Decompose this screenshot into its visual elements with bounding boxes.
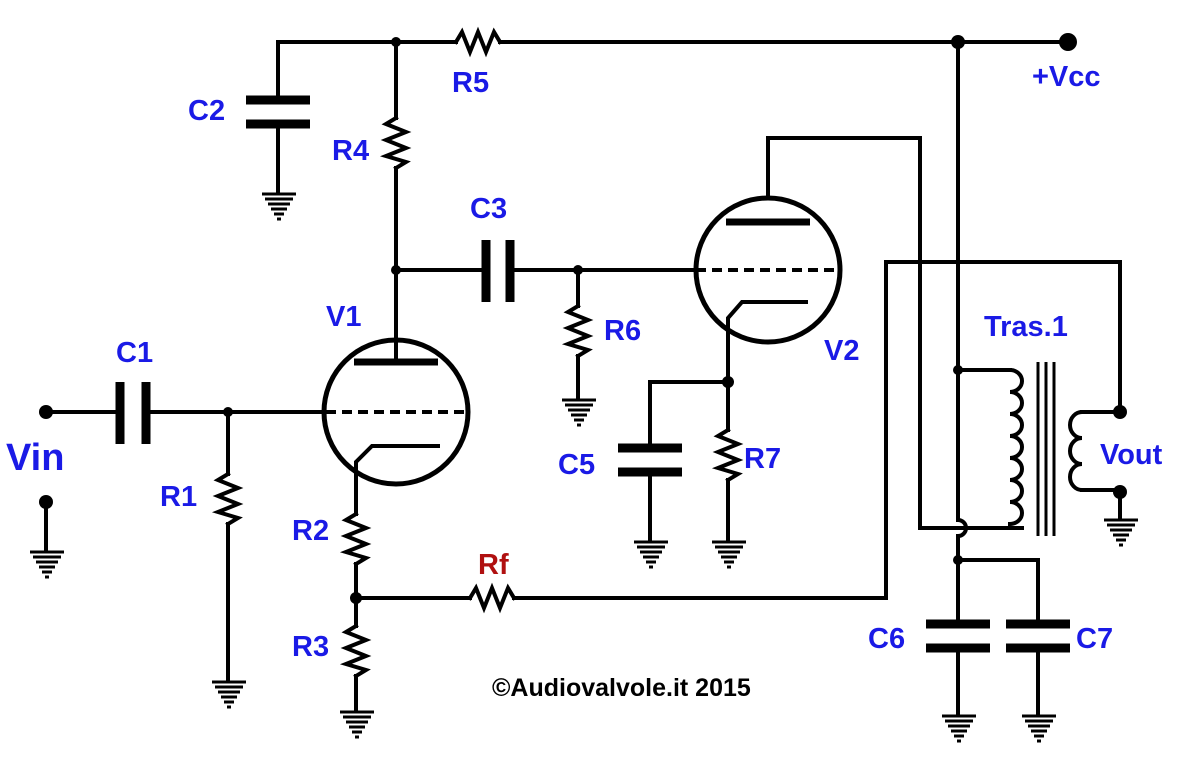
triode-v2 (693, 136, 1024, 530)
label-vcc: +Vcc (1032, 61, 1101, 93)
resistor-r2 (339, 482, 372, 628)
capacitor-c6 (926, 619, 990, 716)
transformer-supply (953, 40, 1012, 624)
label-vout: Vout (1100, 439, 1163, 471)
label-c1: C1 (116, 337, 153, 369)
ground-c5 (634, 540, 668, 569)
label-v2: V2 (824, 335, 859, 367)
label-c2: C2 (188, 95, 225, 127)
resistor-r3 (339, 623, 372, 712)
ground-r1 (212, 680, 246, 709)
label-c3: C3 (470, 193, 507, 225)
resistor-rf (354, 260, 1122, 614)
ground-vout (1104, 518, 1138, 547)
ground-c6 (942, 714, 976, 743)
label-c5: C5 (558, 449, 595, 481)
label-r6: R6 (604, 315, 641, 347)
vout-terminal (1113, 405, 1127, 419)
ground-r6 (562, 398, 596, 427)
label-r3: R3 (292, 631, 329, 663)
capacitor-c2 (246, 40, 310, 194)
ground-c2 (262, 192, 296, 221)
label-c6: C6 (868, 623, 905, 655)
label-r7: R7 (744, 443, 781, 475)
resistor-r4 (379, 40, 412, 362)
label-vin: Vin (6, 437, 64, 479)
label-r2: R2 (292, 515, 329, 547)
ground-vin (30, 550, 64, 579)
label-r1: R1 (160, 481, 197, 513)
resistor-r7 (711, 427, 744, 483)
resistor-r1 (211, 410, 244, 682)
vcc-terminal (1059, 33, 1077, 51)
capacitor-c3 (394, 240, 698, 302)
resistor-r5 (453, 26, 503, 58)
label-tras1: Tras.1 (984, 311, 1068, 343)
label-v1: V1 (326, 301, 361, 333)
resistor-r6 (561, 268, 594, 400)
copyright-credit: ©Audiovalvole.it 2015 (492, 674, 751, 702)
label-r4: R4 (332, 135, 369, 167)
ground-c7 (1022, 714, 1056, 743)
label-c7: C7 (1076, 623, 1113, 655)
ground-r3 (340, 710, 374, 739)
component-labels: C2 R5 R4 C3 V1 C1 R1 R2 R3 Rf R6 V2 C5 R… (6, 61, 1163, 702)
ground-r7 (712, 540, 746, 569)
cathode-network-v2 (618, 376, 744, 542)
capacitor-c7 (956, 558, 1070, 716)
label-rf: Rf (478, 549, 509, 581)
label-r5: R5 (452, 67, 489, 99)
transformer-tras1 (1007, 362, 1127, 536)
input-network (39, 382, 328, 552)
triode-v1 (321, 337, 471, 487)
